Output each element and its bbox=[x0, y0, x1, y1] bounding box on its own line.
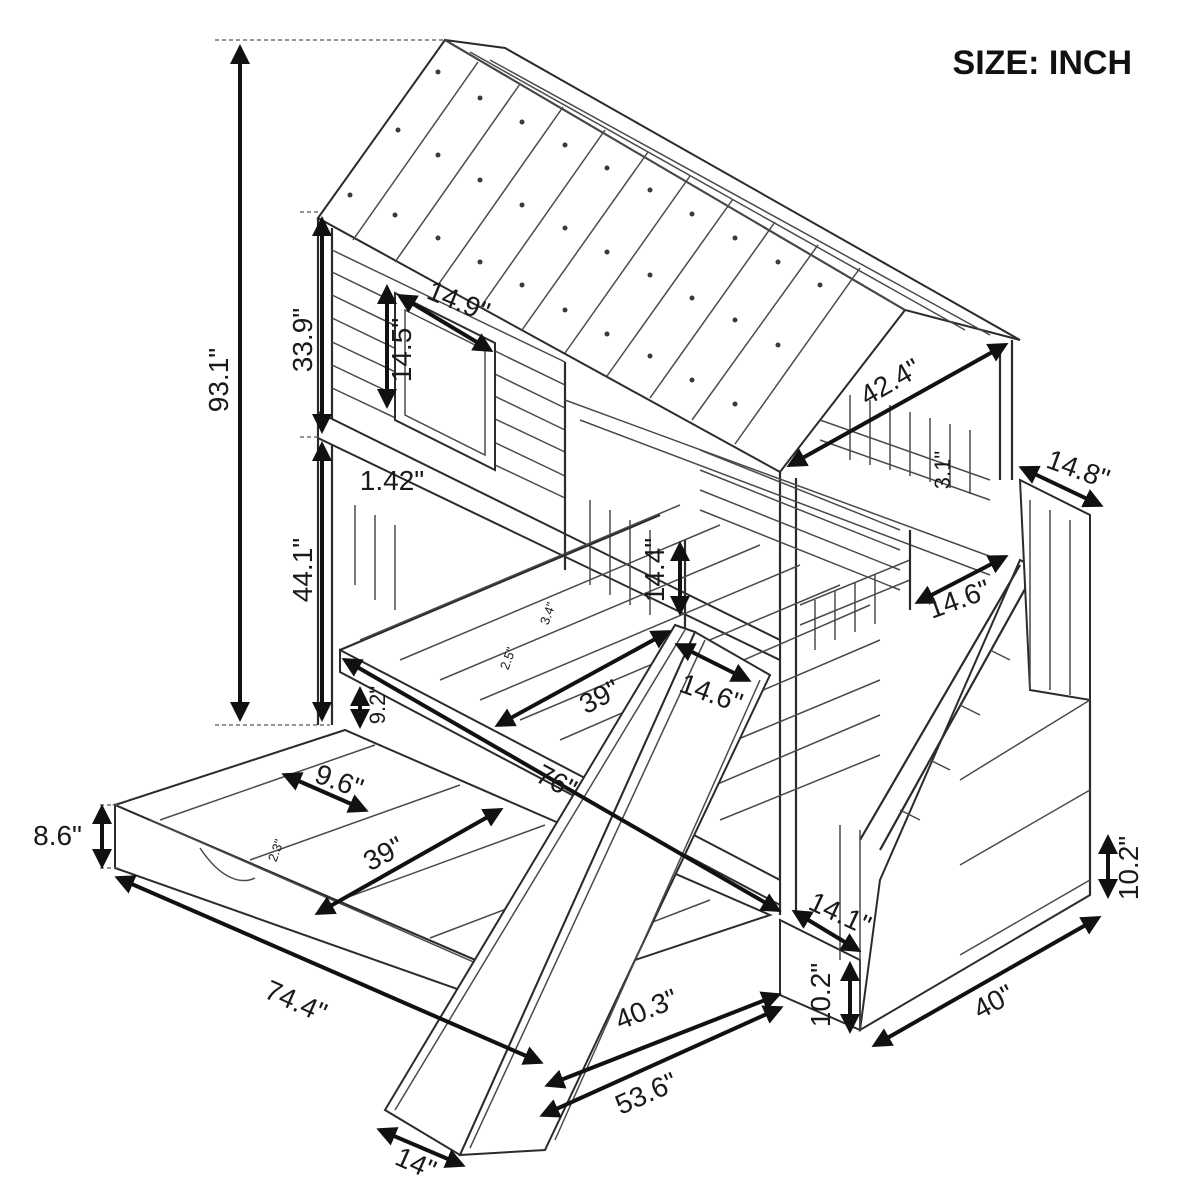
diagram-title: SIZE: INCH bbox=[953, 44, 1132, 82]
slide-length-label: 53.6" bbox=[610, 1066, 681, 1121]
trundle-slat-gap-label: 2.3" bbox=[265, 837, 287, 864]
slide-bottom-width-label: 14" bbox=[391, 1141, 441, 1186]
slat-gap-a-label: 3.4" bbox=[537, 600, 559, 627]
house-height-label: 33.9" bbox=[287, 308, 318, 372]
guard-height-label: 14.4" bbox=[639, 538, 670, 602]
window-height-label: 14.5" bbox=[386, 318, 417, 382]
dimension-arrows bbox=[92, 44, 1118, 1168]
platform-depth-label: 14.8" bbox=[1043, 443, 1114, 494]
rail-gap-label: 1.42" bbox=[360, 465, 424, 496]
roof bbox=[316, 38, 1021, 474]
slat-gap-b-label: 2.5" bbox=[497, 645, 519, 672]
step-height-lower-label: 10.2" bbox=[805, 963, 836, 1027]
slat-gap-top-label: 3.1" bbox=[930, 451, 955, 489]
bed-height-label: 44.1" bbox=[287, 538, 318, 602]
drawer-clearance-label: 9.2" bbox=[365, 686, 390, 724]
total-height-label: 93.1" bbox=[203, 348, 234, 412]
stairs-length-label: 40" bbox=[968, 978, 1019, 1025]
trundle-height-label: 8.6" bbox=[33, 820, 82, 851]
step-height-upper-label: 10.2" bbox=[1113, 836, 1144, 900]
trundle-length-label: 74.4" bbox=[260, 974, 331, 1029]
